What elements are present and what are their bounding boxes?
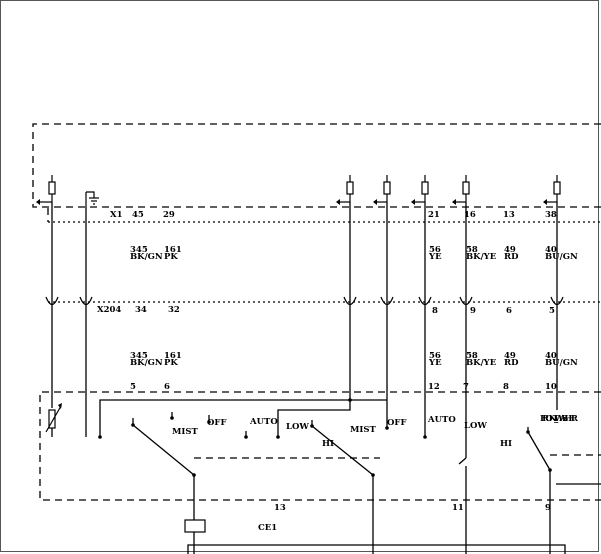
component-label: CE1 <box>258 523 277 533</box>
wire-number: 161 <box>164 351 182 361</box>
wire-number: 58 <box>466 245 478 255</box>
x1-pin: 21 <box>428 210 440 220</box>
x1-label: X1 <box>110 210 123 220</box>
x204-pin: 32 <box>168 305 180 315</box>
switch-pin: 8 <box>503 382 509 392</box>
switch-pin: 5 <box>130 382 136 392</box>
x1-pin: 29 <box>163 210 175 220</box>
x1-pin: 13 <box>503 210 515 220</box>
switch-label-off: OFF <box>387 418 406 428</box>
lower-pin: 13 <box>274 503 286 513</box>
ground-icon <box>85 191 99 207</box>
x204-label: X204 <box>97 305 121 315</box>
x204-pin: 34 <box>135 305 147 315</box>
wire-color: RD <box>504 252 519 262</box>
switch-label-hi: HI <box>500 439 512 449</box>
wire-number: 345 <box>130 351 148 361</box>
switch-enclosure <box>39 391 601 501</box>
wire-number: 56 <box>429 245 441 255</box>
lower-pin: 9 <box>545 503 551 513</box>
wire-color: PK <box>164 358 178 368</box>
lower-wires <box>184 466 601 554</box>
wire-number: 161 <box>164 245 182 255</box>
switch-label-front-washer: FRONT _WASHER <box>540 414 579 424</box>
wire-color: BU/GN <box>545 358 578 368</box>
switch-label-mist: MIST <box>350 425 377 435</box>
wire-number: 49 <box>504 245 516 255</box>
switch-label-hi: HI <box>322 439 334 449</box>
switch-label-low: LOW <box>464 421 487 431</box>
x1-pin: 45 <box>132 210 144 220</box>
wire-color: BK/GN <box>130 358 163 368</box>
x204-pin: 6 <box>506 306 512 316</box>
wire-color: BK/YE <box>466 358 497 368</box>
x204-pin: 5 <box>549 306 555 316</box>
wire-number: 40 <box>545 245 557 255</box>
switch-label-low: LOW <box>286 422 309 432</box>
rheostat-symbol <box>45 403 62 437</box>
lower-pin: 11 <box>452 503 464 513</box>
switch-pin: 12 <box>428 382 440 392</box>
switch-pin: 7 <box>463 382 469 392</box>
x1-pin: 38 <box>545 210 557 220</box>
outer-enclosure <box>32 123 601 208</box>
wire-number: 56 <box>429 351 441 361</box>
wire-color: YE <box>428 252 442 262</box>
wire-color: BU/GN <box>545 252 578 262</box>
vertical-wires <box>51 202 558 458</box>
switch-label-auto: AUTO <box>427 415 456 425</box>
switch-label-auto: AUTO <box>249 417 278 427</box>
wire-color: RD <box>504 358 519 368</box>
switch-bus <box>99 399 387 437</box>
wire-number: 345 <box>130 245 148 255</box>
switch-contacts <box>98 412 552 477</box>
switch-pin: 6 <box>164 382 170 392</box>
wire-number: 58 <box>466 351 478 361</box>
wire-number: 49 <box>504 351 516 361</box>
fuse-symbols <box>36 175 561 205</box>
wire-color: BK/GN <box>130 252 163 262</box>
wire-color: BK/YE <box>466 252 497 262</box>
switch-label-off: OFF <box>207 418 226 428</box>
x1-pin: 16 <box>464 210 476 220</box>
switch-pin: 10 <box>545 382 557 392</box>
x204-pin: 8 <box>432 306 438 316</box>
wire-color: PK <box>164 252 178 262</box>
x204-pin: 9 <box>470 306 476 316</box>
switch-label-mist: MIST <box>172 427 199 437</box>
wire-color: YE <box>428 358 442 368</box>
wire-number: 40 <box>545 351 557 361</box>
connector-terminals <box>45 296 564 306</box>
